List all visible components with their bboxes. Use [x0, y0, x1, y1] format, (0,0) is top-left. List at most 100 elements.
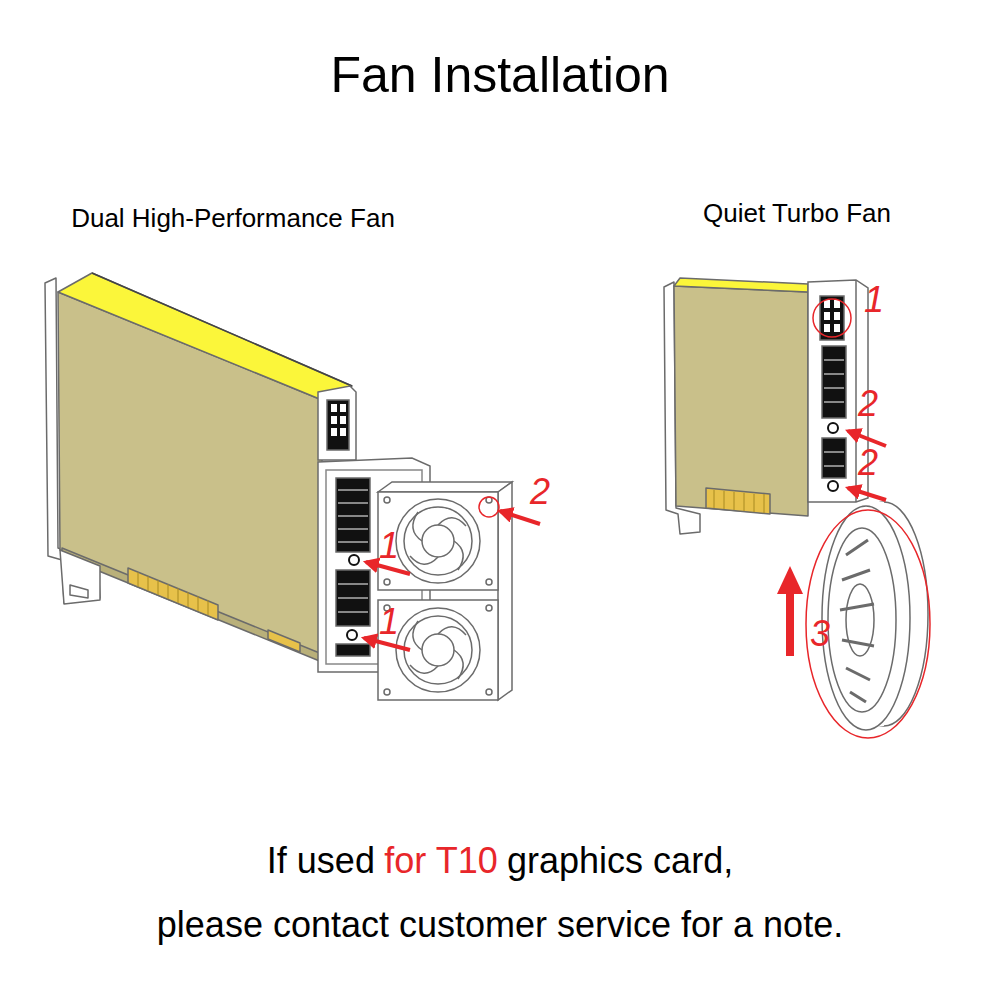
left-graphics-card-part-part — [168, 584, 169, 599]
dual-fans-part — [410, 512, 466, 570]
right-graphics-card-part-part — [754, 494, 755, 512]
left-graphics-card-part — [70, 585, 88, 598]
dual-fans-part — [486, 579, 492, 585]
left-end-cap-part-part — [338, 598, 368, 599]
right-graphics-card-part — [674, 286, 808, 516]
left-end-cap-part — [331, 416, 337, 424]
left-graphics-card-part — [92, 273, 352, 386]
caption-line: please contact customer service for a no… — [0, 904, 1000, 946]
right-graphics-card-part-part — [744, 493, 745, 511]
turbo-fan-part — [840, 540, 874, 702]
right-graphics-card-part — [674, 278, 808, 292]
dual-fans-part — [378, 600, 498, 700]
left-end-cap-part — [318, 386, 356, 460]
right-callout-arrows-part — [786, 592, 794, 656]
left-end-cap-part — [340, 416, 346, 424]
left-graphics-card-part-part — [158, 580, 159, 595]
turbo-fan-part — [822, 506, 910, 730]
left-graphics-card-part-part — [188, 592, 189, 607]
dual-fans-part — [378, 482, 512, 492]
right-end-cap-part-part — [824, 466, 844, 467]
callout-number: 2 — [530, 471, 550, 513]
caption-text: graphics card, — [507, 840, 733, 882]
page-title: Fan Installation — [0, 46, 1000, 104]
dual-fans-part — [396, 499, 480, 583]
caption-text: please contact customer service for a no… — [157, 904, 843, 946]
callout-number: 2 — [858, 442, 878, 484]
left-graphics-card-part — [60, 550, 100, 604]
dual-fans-part — [384, 689, 390, 695]
right-end-cap-part — [834, 312, 840, 320]
dual-fans-part — [486, 689, 492, 695]
right-callout-arrows — [777, 299, 930, 738]
left-end-cap-part — [336, 478, 370, 552]
callout-number: 3 — [810, 613, 830, 655]
right-graphics-card-part-part — [724, 491, 725, 509]
left-end-cap-part-part — [338, 490, 368, 491]
right-end-cap-part-part — [824, 360, 844, 361]
dual-fans-part — [384, 497, 390, 503]
right-end-cap-part — [828, 481, 838, 491]
right-graphics-card-part-part — [734, 492, 735, 510]
left-graphics-card-part-part — [148, 576, 149, 591]
right-callout-arrows-part — [806, 510, 930, 738]
left-graphics-card-part — [138, 572, 208, 615]
section-heading: Dual High-Performance Fan — [71, 203, 395, 234]
right-end-cap-part — [822, 438, 846, 478]
left-graphics-card-part — [58, 273, 352, 400]
right-end-cap-part — [820, 296, 844, 340]
right-end-cap-part-part — [824, 452, 844, 453]
left-end-cap-part — [347, 630, 357, 640]
right-callout-arrows-part — [777, 566, 803, 594]
dual-fans-part — [384, 579, 390, 585]
left-end-cap-part — [340, 428, 346, 436]
right-graphics-card — [664, 278, 808, 534]
left-end-cap-part — [338, 490, 368, 612]
left-graphics-card-part — [62, 548, 322, 662]
left-callout-arrows-part — [479, 497, 499, 517]
callout-number: 1 — [379, 601, 399, 643]
caption-highlight: for T10 — [384, 840, 497, 882]
right-end-cap-part-part — [824, 388, 844, 389]
right-graphics-card-part-part — [714, 490, 715, 508]
caption-text: If used — [267, 840, 375, 882]
dual-fans-part — [422, 525, 454, 557]
dual-fans-part — [410, 621, 466, 679]
right-graphics-card-part — [706, 488, 770, 514]
left-graphics-card-part-part — [138, 572, 139, 587]
right-end-cap-part-part — [824, 402, 844, 403]
left-end-cap-part-part — [338, 503, 368, 504]
right-end-cap-part — [824, 324, 830, 332]
left-callout-arrows-part — [500, 511, 540, 524]
section-heading: Quiet Turbo Fan — [703, 198, 891, 229]
right-end-cap-part — [824, 360, 844, 466]
right-end-cap-part — [855, 280, 857, 502]
turbo-fan — [822, 502, 928, 730]
callout-number: 2 — [858, 383, 878, 425]
left-end-cap-part — [349, 555, 359, 565]
callout-number: 1 — [379, 525, 399, 567]
right-callout-arrows-part — [848, 488, 886, 500]
left-graphics-card-part — [268, 630, 300, 652]
left-end-cap-part-part — [338, 542, 368, 543]
left-graphics-card-part — [128, 568, 218, 620]
left-end-cap-part — [327, 400, 349, 450]
left-end-cap-part — [331, 428, 337, 436]
right-end-cap-part-part — [824, 374, 844, 375]
right-end-cap-part — [822, 346, 846, 418]
right-end-cap-part — [828, 423, 838, 433]
dual-fans-part — [404, 507, 472, 575]
dual-fans — [378, 482, 512, 700]
right-graphics-card-part-part — [764, 494, 765, 513]
left-graphics-card-part-part — [208, 600, 209, 615]
left-end-cap-part-part — [338, 612, 368, 613]
left-graphics-card — [45, 273, 352, 662]
dual-fans-part — [486, 605, 492, 611]
caption-line: If usedfor T10graphics card, — [0, 840, 1000, 882]
left-end-cap-part-part — [338, 529, 368, 530]
right-graphics-card-part — [714, 490, 764, 513]
left-graphics-card-part-part — [178, 588, 179, 603]
right-end-cap-part — [834, 300, 840, 308]
dual-fans-part — [422, 634, 454, 666]
